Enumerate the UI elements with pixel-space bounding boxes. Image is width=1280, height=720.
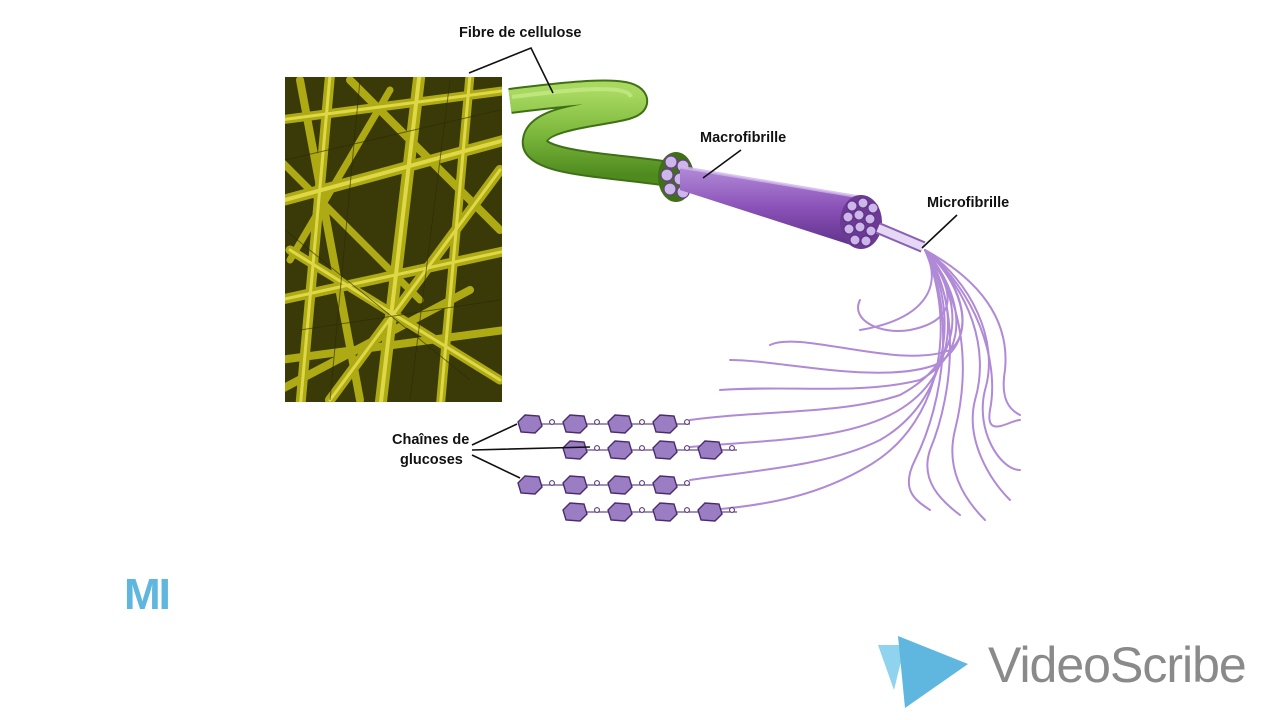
glycosidic-oxygen [639,445,645,451]
glucose-ring [562,440,588,460]
label-macrofibril: Macrofibrille [700,130,786,146]
glucose-ring [607,440,633,460]
glycosidic-oxygen [549,480,555,486]
glycosidic-oxygen [684,507,690,513]
glucose-ring [517,414,543,434]
label-glucose-chains-line2: glucoses [400,452,463,468]
play-triangle-icon [878,636,968,708]
glucose-ring [562,475,588,495]
glycosidic-oxygen [639,507,645,513]
glucose-ring [652,440,678,460]
label-glucose-chains-line1: Chaînes de [392,432,469,448]
macrofibril [679,165,882,249]
videoscribe-wordmark: VideoScribe [988,637,1247,693]
leader-cellulose-fiber [468,46,554,94]
glycosidic-oxygen [639,419,645,425]
glycosidic-oxygen [639,480,645,486]
glycosidic-oxygen [684,419,690,425]
cellulose-fiber [508,79,694,202]
glycosidic-oxygen [729,507,735,513]
glucose-ring [607,475,633,495]
glucose-ring [697,440,723,460]
glycosidic-oxygen [549,419,555,425]
glucose-ring [607,414,633,434]
microfibril-strands [689,249,1021,521]
cellulose-micrograph [285,77,502,402]
leader-microfibril [921,214,958,249]
glucose-ring [697,502,723,522]
glycosidic-oxygen [729,445,735,451]
label-microfibril: Microfibrille [927,195,1009,211]
glycosidic-oxygen [594,480,600,486]
initials-overlay: MI [124,570,171,619]
leader-macrofibril [702,149,742,179]
glycosidic-oxygen [594,507,600,513]
glucose-ring [517,475,543,495]
glucose-ring [652,414,678,434]
microfibril [875,222,926,253]
glucose-ring [652,475,678,495]
leader-glucose-chains [471,423,591,479]
glycosidic-oxygen [594,419,600,425]
glucose-chains [517,414,737,522]
glucose-ring [562,502,588,522]
glucose-ring [607,502,633,522]
glycosidic-oxygen [684,445,690,451]
glycosidic-oxygen [684,480,690,486]
glucose-ring [562,414,588,434]
label-cellulose-fiber: Fibre de cellulose [459,25,582,41]
glycosidic-oxygen [594,445,600,451]
glucose-ring [652,502,678,522]
